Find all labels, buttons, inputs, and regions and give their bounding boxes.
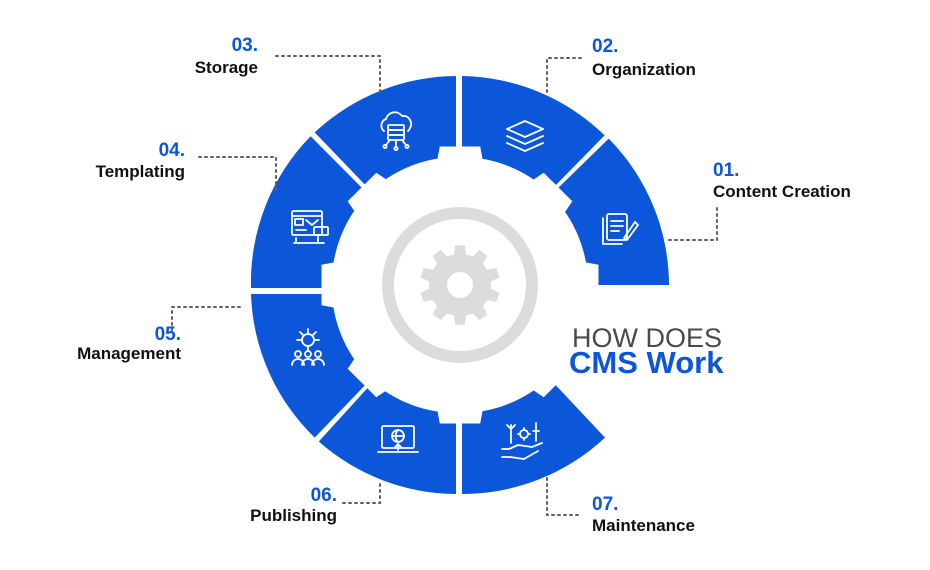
connector-line-04 bbox=[194, 156, 277, 191]
step-label-05: 05. Management bbox=[77, 324, 181, 363]
step-label-01: 01. Content Creation bbox=[713, 160, 851, 201]
connector-line-01 bbox=[668, 207, 718, 241]
segment-content-creation bbox=[551, 138, 669, 285]
step-title-02: Organization bbox=[592, 60, 696, 79]
segment-publishing bbox=[318, 382, 456, 494]
step-title-04: Templating bbox=[96, 162, 185, 181]
laptop-upload-icon bbox=[377, 425, 419, 453]
segment-maintenance bbox=[462, 378, 605, 495]
team-gear-icon bbox=[291, 328, 325, 366]
step-title-07: Maintenance bbox=[592, 516, 695, 535]
step-number-07: 07. bbox=[592, 494, 618, 515]
cloud-server-icon bbox=[380, 111, 413, 151]
step-number-05: 05. bbox=[155, 324, 181, 345]
step-label-07: 07. Maintenance bbox=[592, 494, 695, 535]
step-number-04: 04. bbox=[159, 140, 185, 161]
step-number-03: 03. bbox=[232, 35, 258, 56]
gear-icon bbox=[420, 245, 500, 325]
connector-line-03 bbox=[274, 55, 381, 93]
segment-templating bbox=[250, 136, 368, 288]
step-number-06: 06. bbox=[311, 485, 337, 506]
step-number-01: 01. bbox=[713, 160, 739, 181]
step-label-06: 06. Publishing bbox=[250, 485, 337, 525]
document-pen-icon bbox=[602, 213, 639, 245]
step-label-03: 03. Storage bbox=[195, 35, 258, 77]
gear-inner-ring bbox=[382, 207, 538, 363]
step-number-02: 02. bbox=[592, 36, 618, 57]
connector-line-06 bbox=[342, 483, 381, 504]
connector-line-05 bbox=[171, 306, 241, 331]
stacked-layers-icon bbox=[506, 120, 544, 152]
segment-storage bbox=[314, 76, 456, 191]
title-line-1: HOW DOES bbox=[572, 323, 722, 353]
step-label-04: 04. Templating bbox=[96, 140, 185, 181]
hand-tools-icon bbox=[501, 422, 543, 460]
segment-management bbox=[251, 294, 371, 438]
step-title-01: Content Creation bbox=[713, 182, 851, 201]
template-layout-icon bbox=[291, 210, 329, 244]
connector-line-07 bbox=[546, 477, 583, 516]
title-line-2: CMS Work bbox=[569, 345, 724, 380]
step-title-06: Publishing bbox=[250, 506, 337, 525]
connector-line-02 bbox=[546, 57, 583, 93]
step-label-02: 02. Organization bbox=[592, 36, 696, 79]
step-title-05: Management bbox=[77, 344, 181, 363]
step-title-03: Storage bbox=[195, 58, 258, 77]
center-gear-shape bbox=[321, 146, 599, 424]
